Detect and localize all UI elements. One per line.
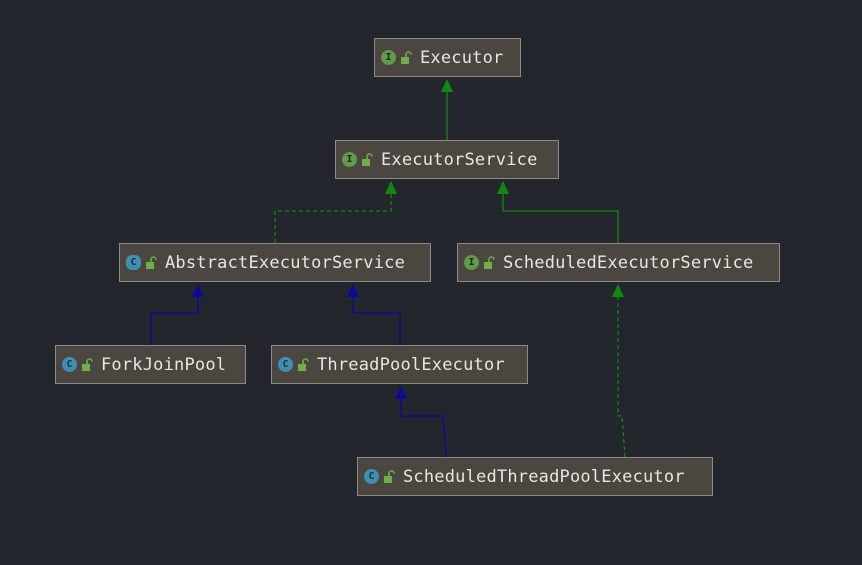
unlock-icon [298, 357, 309, 371]
edge-abstract-executor-service-to-executor-service [274, 181, 397, 243]
unlock-icon [401, 50, 412, 64]
node-executor[interactable]: I Executor [374, 38, 521, 77]
node-label: ThreadPoolExecutor [317, 354, 505, 375]
edge-scheduled-thread-pool-executor-to-scheduled-executor-service [612, 284, 626, 458]
interface-icon: I [464, 255, 479, 270]
interface-icon: I [342, 152, 357, 167]
edge-arrowhead [441, 79, 453, 92]
edge-line [352, 296, 401, 345]
class-icon: C [278, 357, 293, 372]
edge-fork-join-pool-to-abstract-executor-service [150, 284, 204, 345]
edge-scheduled-executor-service-to-executor-service [497, 181, 619, 243]
edge-line [400, 398, 447, 458]
node-scheduled-thread-pool-executor[interactable]: C ScheduledThreadPoolExecutor [357, 457, 713, 496]
class-icon: C [364, 469, 379, 484]
edge-arrowhead [612, 284, 624, 297]
unlock-icon [484, 255, 495, 269]
interface-icon: I [381, 50, 396, 65]
edge-line [617, 296, 626, 458]
node-label: AbstractExecutorService [165, 252, 406, 273]
edge-arrowhead [192, 284, 204, 297]
unlock-icon [82, 357, 93, 371]
edge-arrowhead [497, 181, 509, 194]
edge-arrowhead [395, 386, 407, 399]
unlock-icon [384, 469, 395, 483]
node-fork-join-pool[interactable]: C ForkJoinPool [55, 345, 246, 384]
edge-thread-pool-executor-to-abstract-executor-service [347, 284, 401, 345]
node-label: ExecutorService [381, 149, 538, 170]
node-label: Executor [420, 47, 504, 68]
node-executor-service[interactable]: I ExecutorService [335, 140, 559, 179]
edge-line [274, 193, 392, 243]
node-label: ForkJoinPool [101, 354, 227, 375]
edge-executor-service-to-executor [441, 79, 453, 140]
edge-arrowhead [385, 181, 397, 194]
node-abstract-executor-service[interactable]: C AbstractExecutorService [119, 243, 431, 282]
node-label: ScheduledExecutorService [503, 252, 754, 273]
class-icon: C [126, 255, 141, 270]
unlock-icon [146, 255, 157, 269]
edge-arrowhead [347, 284, 359, 297]
edge-scheduled-thread-pool-executor-to-thread-pool-executor [395, 386, 447, 458]
node-thread-pool-executor[interactable]: C ThreadPoolExecutor [271, 345, 528, 384]
edge-line [502, 193, 619, 243]
node-scheduled-executor-service[interactable]: I ScheduledExecutorService [457, 243, 780, 282]
unlock-icon [362, 152, 373, 166]
class-icon: C [62, 357, 77, 372]
edge-line [150, 296, 199, 345]
node-label: ScheduledThreadPoolExecutor [403, 466, 685, 487]
